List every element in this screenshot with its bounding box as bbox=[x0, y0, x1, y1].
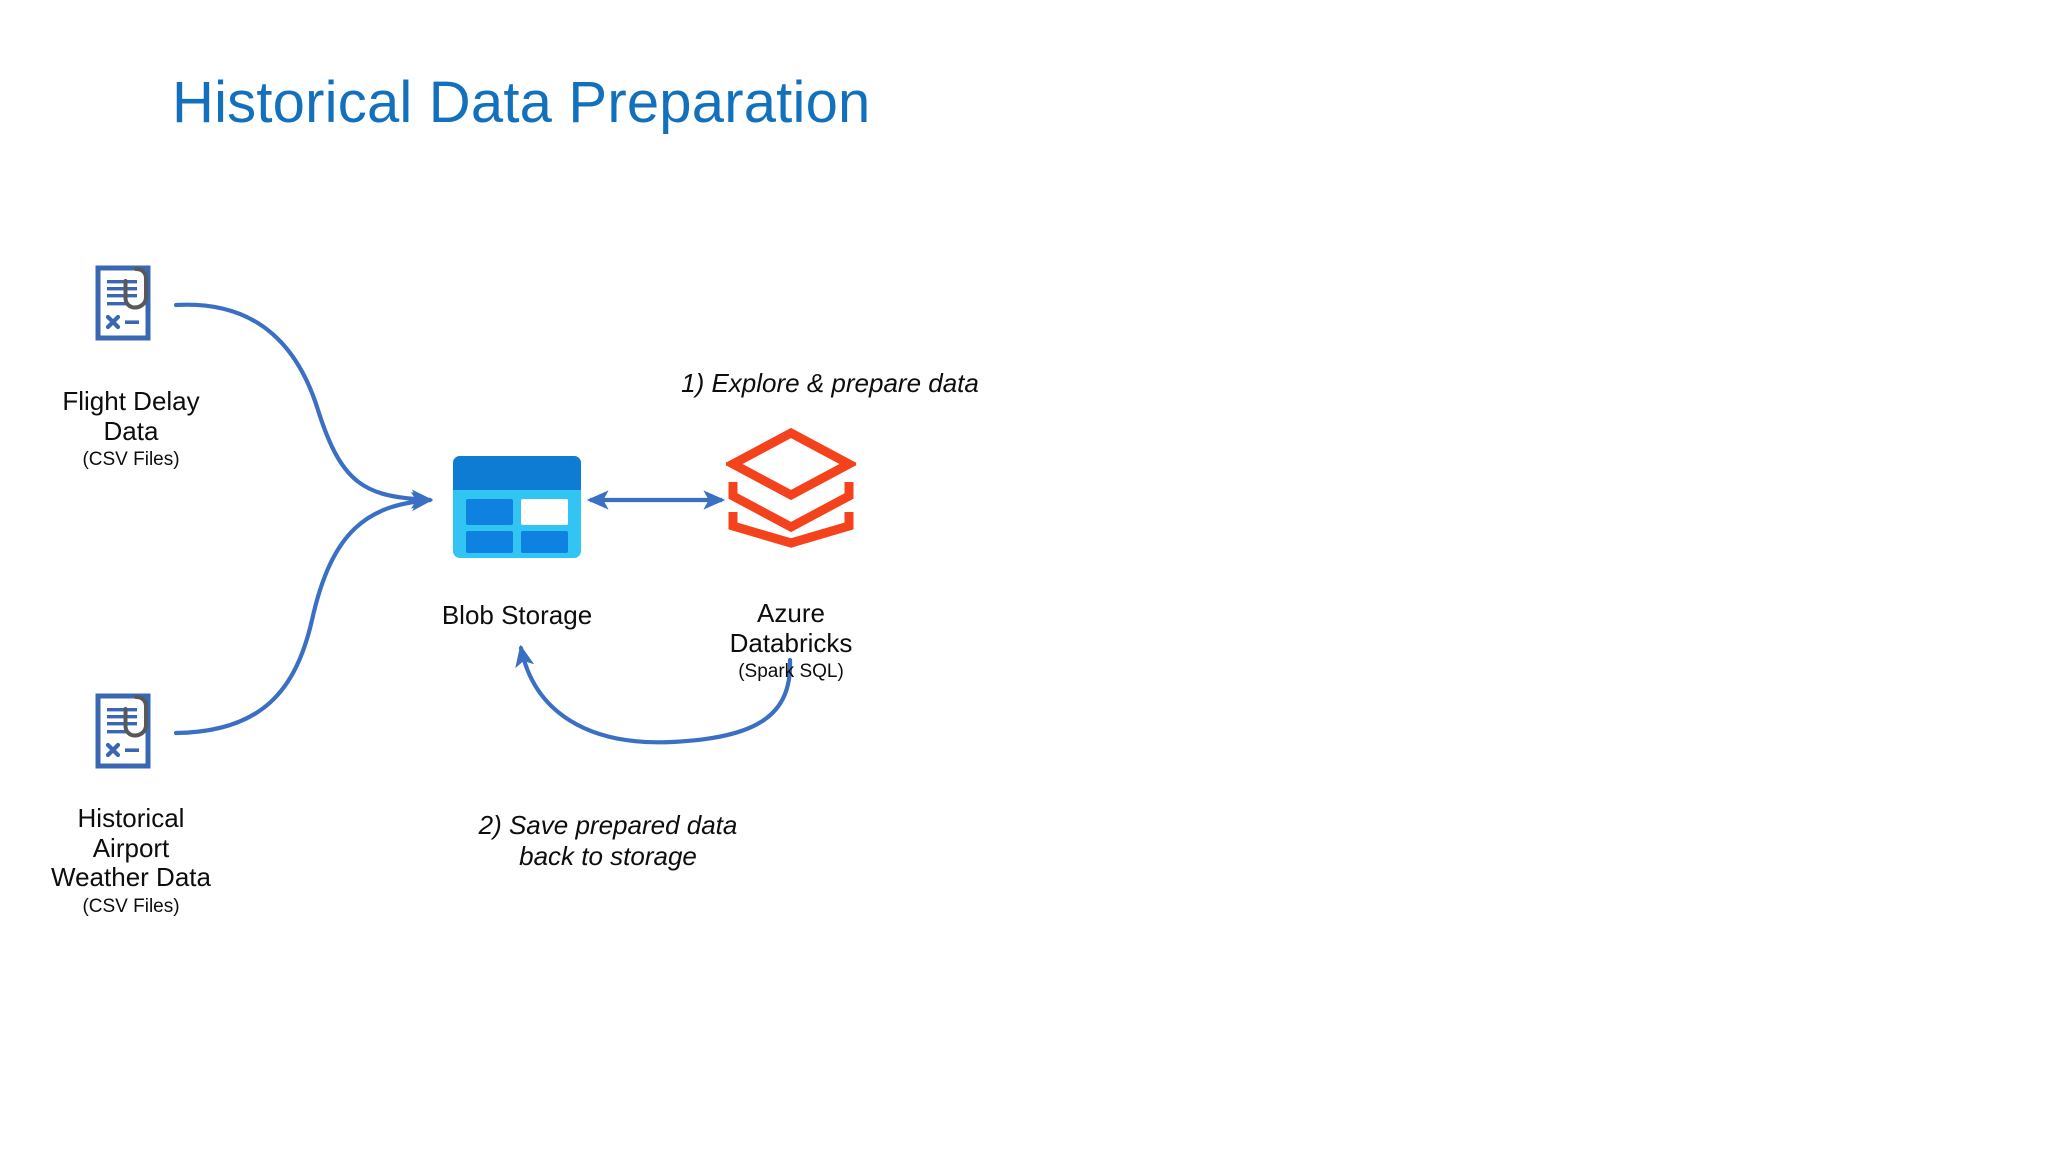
node-label-historical-airport-weather-data: Historical Airport Weather Data (CSV Fil… bbox=[0, 775, 262, 948]
node-label-text: Blob Storage bbox=[441, 600, 593, 631]
node-label-text: Flight Delay Data bbox=[62, 386, 200, 446]
node-label-blob-storage: Blob Storage bbox=[387, 572, 647, 631]
node-sublabel-text: (CSV Files) bbox=[82, 449, 180, 471]
document-csv-icon bbox=[95, 693, 157, 769]
document-csv-icon bbox=[95, 265, 157, 341]
step-1-label: 1) Explore & prepare data bbox=[681, 368, 979, 398]
azure-databricks-icon bbox=[726, 426, 856, 548]
step-2-label: 2) Save prepared data back to storage bbox=[478, 810, 738, 872]
azure-blob-storage-icon bbox=[452, 455, 582, 559]
node-sublabel-text: (Spark SQL) bbox=[738, 661, 844, 683]
node-label-text: Azure Databricks bbox=[729, 598, 853, 658]
node-label-azure-databricks: Azure Databricks (Spark SQL) bbox=[661, 570, 921, 713]
node-label-flight-delay-data: Flight Delay Data (CSV Files) bbox=[0, 358, 262, 501]
node-label-text: Historical Airport Weather Data bbox=[51, 803, 211, 893]
node-sublabel-text: (CSV Files) bbox=[82, 895, 180, 917]
page-title: Historical Data Preparation bbox=[172, 70, 871, 135]
